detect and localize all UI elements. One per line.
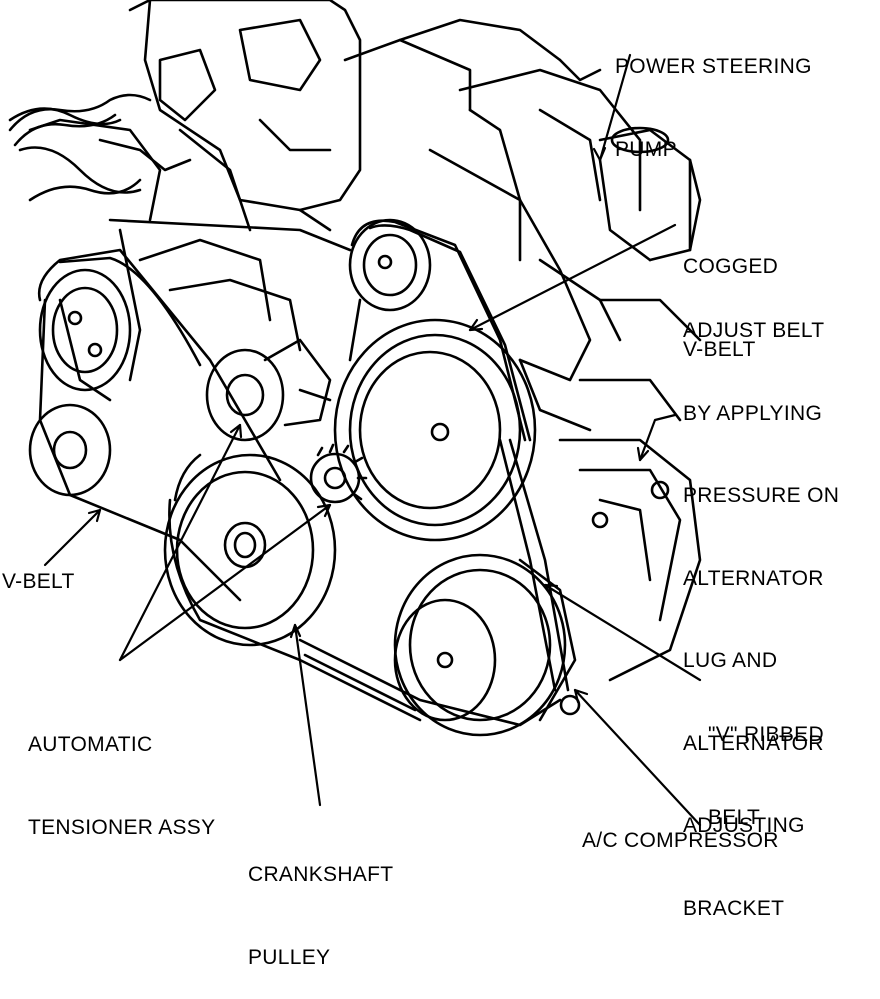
leader-tensioner-1 <box>118 423 242 662</box>
label-line: PRESSURE ON <box>683 484 840 507</box>
label-crankshaft-pulley: CRANKSHAFT PULLEY <box>248 806 393 999</box>
label-line: ALTERNATOR <box>683 566 824 590</box>
label-line: CRANKSHAFT <box>248 863 394 886</box>
leader-power-steering <box>598 53 632 162</box>
crankshaft-pulley <box>163 453 337 647</box>
label-line: TENSIONER ASSY <box>28 815 216 839</box>
leader-tensioner-2 <box>118 503 332 662</box>
label-line: PUMP <box>615 137 677 161</box>
label-v-ribbed-belt: "V" RIBBED BELT <box>708 666 824 859</box>
label-line: POWER STEERING <box>615 55 812 78</box>
leader-lines <box>43 53 702 827</box>
label-automatic-tensioner: AUTOMATIC TENSIONER ASSY <box>28 676 215 869</box>
ac-compressor-body <box>558 438 702 716</box>
label-ac-compressor: A/C COMPRESSOR <box>582 829 779 852</box>
label-line: ADJUSTING <box>683 814 805 837</box>
label-v-belt: V-BELT <box>2 570 75 593</box>
tensioner-pulley <box>205 338 332 442</box>
cogged-v-belt <box>348 219 532 442</box>
engine-belt-diagram <box>8 0 702 827</box>
v-belt <box>37 248 282 602</box>
idler-gear <box>309 443 368 504</box>
alternator-pulley <box>333 318 537 542</box>
wiring-harness <box>8 93 192 202</box>
leader-v-ribbed-belt <box>543 583 702 682</box>
v-ribbed-belt <box>168 438 570 727</box>
label-line: V-BELT <box>683 337 756 361</box>
alternator-bracket <box>428 148 702 432</box>
leader-v-belt <box>43 508 102 567</box>
power-steering-pump <box>458 58 702 262</box>
label-line: "V" RIBBED <box>708 723 824 746</box>
label-line: AUTOMATIC <box>28 733 153 756</box>
leader-ac-compressor <box>573 688 702 827</box>
leader-cogged-v-belt <box>468 223 677 332</box>
label-line: BELT <box>708 805 761 829</box>
ac-pulley <box>393 553 577 737</box>
label-cogged-v-belt: COGGED V-BELT <box>683 198 778 391</box>
label-line: LUG AND <box>683 649 778 672</box>
label-line: ADJUST BELT <box>683 319 825 342</box>
label-line: PULLEY <box>248 945 331 969</box>
label-line: BY APPLYING <box>683 401 823 425</box>
left-lower-pulley <box>28 403 112 497</box>
label-power-steering-pump: POWER STEERING PUMP <box>615 0 812 191</box>
leader-crankshaft <box>293 623 322 807</box>
leader-adjust-belt <box>638 413 677 462</box>
label-line: COGGED <box>683 255 779 278</box>
label-line: ALTERNATOR <box>683 731 824 755</box>
label-line: BRACKET <box>683 896 785 920</box>
engine-block <box>8 0 562 402</box>
left-upper-pulley <box>38 268 132 392</box>
